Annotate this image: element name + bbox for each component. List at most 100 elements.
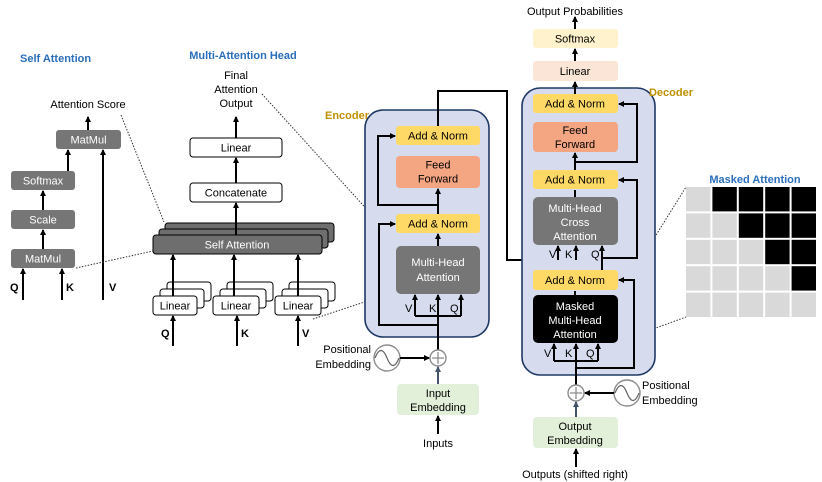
encoder: Encoder Add & Norm Feed Forward Add & No… — [315, 90, 576, 450]
multi-head-attention-block — [396, 246, 480, 294]
cross-attention-block — [533, 197, 618, 245]
softmax-label: Softmax — [555, 34, 596, 46]
residual-connection — [377, 135, 438, 206]
self-attention-title: Self Attention — [20, 53, 91, 65]
positional-label-line2: Embedding — [315, 359, 371, 371]
scale-label: Scale — [29, 215, 57, 227]
linear-k-label: Linear — [221, 301, 252, 313]
outputs-shifted-label: Outputs (shifted right) — [522, 469, 628, 481]
v-label: V — [109, 282, 117, 294]
linear-group-q: Linear — [152, 281, 212, 316]
visible-cell — [738, 292, 764, 317]
masked-attention-label-line2: Multi-Head — [548, 315, 601, 327]
feed-forward-label-line2: Forward — [418, 174, 458, 186]
feed-forward-label-line1: Feed — [562, 125, 587, 137]
feed-forward-label-line1: Feed — [425, 160, 450, 172]
visible-cell — [686, 266, 711, 291]
linear-label: Linear — [221, 143, 252, 155]
masked-cell — [738, 187, 764, 212]
visible-cell — [712, 292, 737, 317]
residual-connection — [575, 103, 638, 163]
v-label: V — [549, 249, 557, 261]
self-attention-stack-label: Self Attention — [205, 240, 270, 252]
linear-label: Linear — [560, 66, 591, 78]
matmul-top-block — [56, 130, 121, 149]
attention-score-label: Attention Score — [50, 99, 125, 111]
masked-cell — [765, 239, 790, 265]
visible-cell — [686, 292, 711, 317]
input-embedding-block — [397, 384, 479, 415]
masked-attention-title: Masked Attention — [709, 174, 801, 186]
masked-attention-label-line3: Attention — [553, 329, 596, 341]
masked-attention-block — [533, 295, 618, 343]
k-label: K — [429, 303, 437, 315]
q-label: Q — [450, 303, 459, 315]
q-label: Q — [586, 348, 595, 360]
cross-attention-label-line2: Cross — [561, 217, 590, 229]
visible-cell — [712, 213, 737, 238]
q-label: Q — [161, 328, 170, 340]
add-norm-2-label: Add & Norm — [545, 175, 605, 187]
self-attention-panel: Self Attention Attention Score MatMul So… — [10, 53, 126, 300]
visible-cell — [712, 239, 737, 265]
scale-block — [11, 210, 75, 229]
zoom-connector — [75, 250, 154, 269]
linear-block — [533, 61, 618, 81]
output-probabilities-label: Output Probabilities — [527, 6, 623, 18]
linear-group-k: Linear — [212, 281, 274, 316]
concatenate-label: Concatenate — [205, 188, 267, 200]
linear-group-v: Linear — [274, 281, 336, 316]
linear-q-label: Linear — [160, 301, 191, 313]
multi-head-panel: Multi-Attention Head Final Attention Out… — [152, 50, 336, 346]
final-output-label-line2: Attention — [214, 84, 257, 96]
masked-cell — [765, 187, 790, 212]
feed-forward-block — [396, 156, 480, 188]
decoder-label: Decoder — [649, 87, 694, 99]
add-norm-bottom-label: Add & Norm — [408, 219, 468, 231]
self-attention-head-front — [152, 234, 323, 255]
positional-label-line1: Positional — [323, 344, 371, 356]
final-output-label-line3: Output — [219, 98, 252, 110]
visible-cell — [738, 239, 764, 265]
encoder-label: Encoder — [325, 110, 370, 122]
add-norm-2 — [533, 170, 618, 189]
residual-connection — [576, 279, 635, 369]
output-embedding-block — [533, 417, 618, 448]
softmax-block — [11, 171, 75, 190]
residual-connection — [602, 179, 638, 259]
k-label: K — [565, 249, 573, 261]
matmul-bottom-block — [11, 249, 75, 268]
positional-label-line1: Positional — [642, 380, 690, 392]
add-norm-3-label: Add & Norm — [545, 275, 605, 287]
linear-v-label: Linear — [283, 301, 314, 313]
inputs-label: Inputs — [423, 438, 453, 450]
k-label: K — [241, 328, 249, 340]
k-label: K — [66, 282, 74, 294]
softmax-block — [533, 29, 618, 48]
mask-grid — [686, 187, 816, 317]
v-label: V — [544, 348, 552, 360]
masked-cell — [791, 187, 816, 212]
matmul-bottom-label: MatMul — [25, 254, 61, 266]
mha-label-line2: Attention — [416, 272, 459, 284]
q-label: Q — [10, 282, 19, 294]
feed-forward-block — [533, 122, 618, 152]
cross-attention-label-line3: Attention — [553, 231, 596, 243]
output-embedding-label-line2: Embedding — [547, 435, 603, 447]
masked-attention-panel: Masked Attention — [686, 174, 816, 317]
q-label: Q — [591, 249, 600, 261]
feed-forward-label-line2: Forward — [555, 139, 595, 151]
add-norm-top-label: Add & Norm — [408, 131, 468, 143]
add-norm-3 — [533, 270, 618, 290]
sine-glyph — [374, 349, 400, 367]
matmul-top-label: MatMul — [70, 135, 106, 147]
masked-cell — [791, 239, 816, 265]
masked-attention-label-line1: Masked — [556, 301, 595, 313]
decoder: Decoder Output Probabilities Softmax Lin… — [521, 6, 698, 481]
plus-glyph — [570, 387, 582, 399]
final-output-label-line1: Final — [224, 70, 248, 82]
add-norm-1 — [533, 94, 618, 113]
masked-cell — [712, 187, 737, 212]
multi-head-title: Multi-Attention Head — [189, 50, 297, 62]
